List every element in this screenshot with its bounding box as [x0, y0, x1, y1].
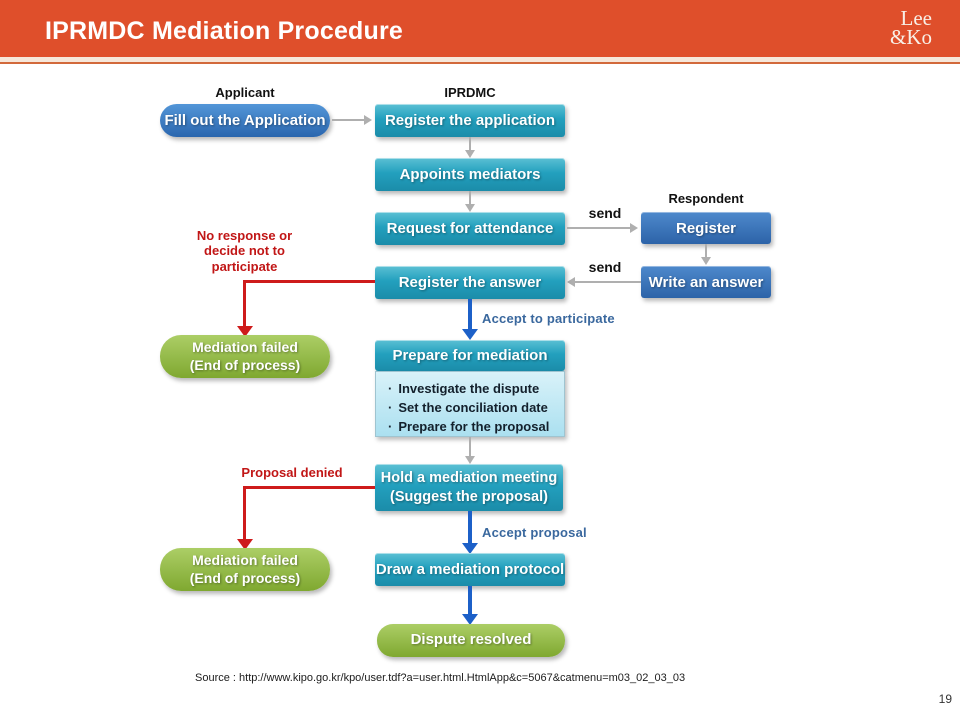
arrow-denied-vertical	[243, 486, 246, 540]
arrow-accept-participate-line	[468, 299, 472, 329]
source-text: Source : http://www.kipo.go.kr/kpo/user.…	[195, 672, 686, 684]
arrow-write-to-registeranswer-head	[567, 277, 575, 287]
node-register: Register	[641, 212, 771, 244]
prepare-detail-item: ·Set the conciliation date	[388, 400, 548, 415]
column-label-respondent: Respondent	[668, 191, 744, 206]
node-prepare-mediation: Prepare for mediation	[375, 340, 565, 371]
logo-line1: Lee	[900, 6, 932, 30]
arrow-noresponse-vertical	[243, 280, 246, 327]
prepare-detail-item: ·Investigate the dispute	[388, 381, 540, 396]
page-title: IPRMDC Mediation Procedure	[45, 17, 404, 45]
arrow-register-to-appoints-line	[469, 137, 471, 150]
arrow-denied-head	[237, 539, 253, 550]
node-register-application: Register the application	[375, 104, 565, 137]
node-appoints-mediators: Appoints mediators	[375, 158, 565, 191]
node-fill-application: Fill out the Application	[160, 104, 330, 137]
arrow-fill-to-register-line	[332, 119, 365, 121]
node-register-answer: Register the answer	[375, 266, 565, 299]
arrow-appoints-to-request-head	[465, 204, 475, 212]
label-accept-proposal: Accept proposal	[482, 525, 587, 540]
label-send-answer: send	[588, 259, 622, 275]
arrow-denied-horizontal	[243, 486, 375, 489]
arrow-appoints-to-request-line	[469, 191, 471, 204]
arrow-register-to-write-line	[705, 244, 707, 257]
arrow-accept-proposal-line	[468, 511, 472, 543]
arrow-protocol-to-resolved-head	[462, 614, 478, 625]
node-mediation-failed-1: Mediation failed (End of process)	[160, 335, 330, 378]
label-send-request: send	[588, 205, 622, 221]
label-accept-participate: Accept to participate	[482, 311, 615, 326]
bullet-icon: ·	[388, 381, 393, 396]
header-underline	[0, 62, 960, 64]
arrow-accept-proposal-head	[462, 543, 478, 554]
node-draw-protocol: Draw a mediation protocol	[375, 553, 565, 586]
arrow-register-to-write-head	[701, 257, 711, 265]
node-dispute-resolved: Dispute resolved	[377, 624, 565, 657]
node-write-answer: Write an answer	[641, 266, 771, 298]
node-hold-meeting: Hold a mediation meeting (Suggest the pr…	[375, 464, 563, 511]
arrow-panel-to-hold-head	[465, 456, 475, 464]
label-no-response: No response or decide not to participate	[196, 228, 293, 274]
label-proposal-denied: Proposal denied	[241, 465, 343, 480]
arrow-panel-to-hold-line	[469, 437, 471, 456]
arrow-request-to-register-line	[567, 227, 631, 229]
column-label-applicant: Applicant	[215, 85, 275, 100]
arrow-noresponse-horizontal	[243, 280, 375, 283]
node-mediation-failed-2: Mediation failed (End of process)	[160, 548, 330, 591]
panel-prepare-details: ·Investigate the dispute ·Set the concil…	[375, 371, 565, 437]
page-number: 19	[938, 692, 952, 706]
arrow-protocol-to-resolved-line	[468, 586, 472, 614]
header-strip	[0, 57, 960, 62]
leeko-logo: Lee&Ko	[872, 6, 932, 49]
arrow-register-to-appoints-head	[465, 150, 475, 158]
arrow-request-to-register-head	[630, 223, 638, 233]
arrow-fill-to-register-head	[364, 115, 372, 125]
column-label-iprdmc: IPRDMC	[444, 85, 496, 100]
arrow-noresponse-head	[237, 326, 253, 337]
prepare-detail-item: ·Prepare for the proposal	[388, 419, 550, 434]
header-bar: IPRMDC Mediation Procedure Lee&Ko	[0, 0, 960, 57]
bullet-icon: ·	[388, 419, 393, 434]
bullet-icon: ·	[388, 400, 393, 415]
arrow-accept-participate-head	[462, 329, 478, 340]
arrow-write-to-registeranswer-line	[575, 281, 641, 283]
node-request-attendance: Request for attendance	[375, 212, 565, 245]
logo-line2: &Ko	[890, 25, 932, 49]
